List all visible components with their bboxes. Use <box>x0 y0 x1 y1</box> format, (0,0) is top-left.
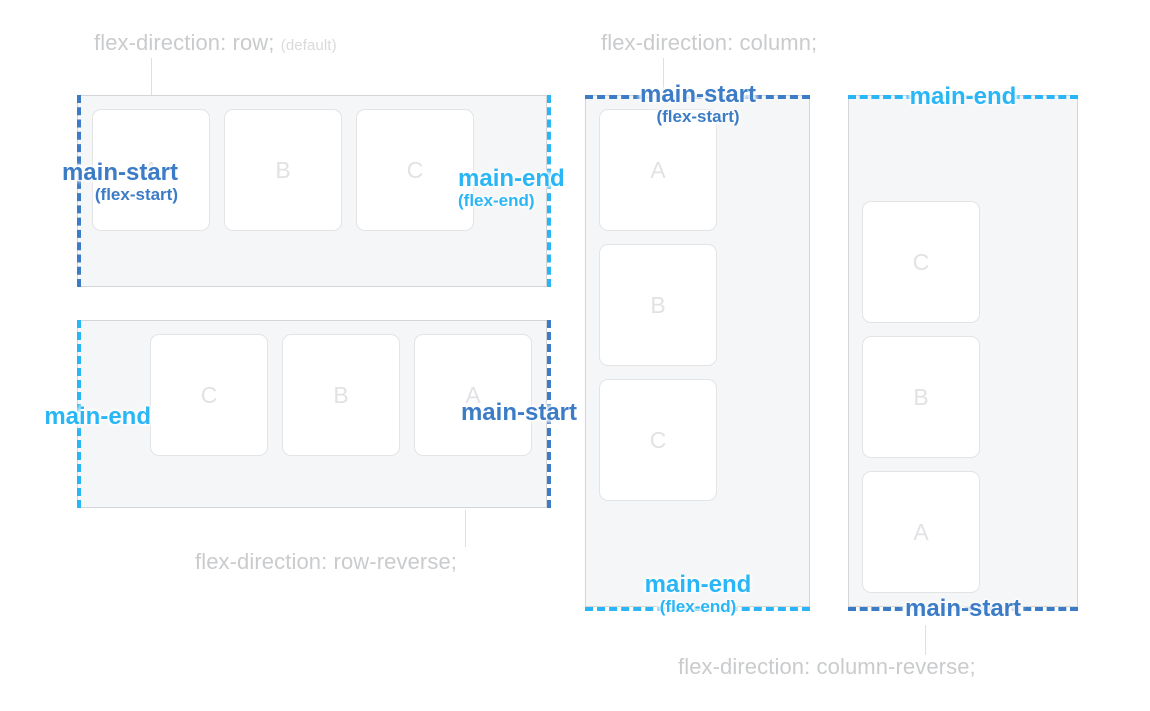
flex-container-column-reverse: A B C <box>848 95 1078 607</box>
main-start-label-row-reverse: main-start <box>360 400 577 426</box>
flex-item-label: B <box>333 381 349 408</box>
flex-item-label: C <box>406 156 424 183</box>
caption-row-text: flex-direction: row; <box>94 30 275 55</box>
main-start-edge-row-reverse <box>547 320 551 508</box>
flex-item-label: B <box>275 156 291 183</box>
flex-item-label: B <box>913 383 929 410</box>
flex-container-row-reverse: A B C <box>77 320 547 508</box>
main-end-sublabel-row-text: (flex-end) <box>458 190 535 210</box>
main-end-edge-row <box>547 95 551 287</box>
main-start-label-column-text: main-start <box>639 81 757 108</box>
main-end-label-row: main-end (flex-end) <box>458 166 638 210</box>
main-start-edge-column-reverse <box>848 607 1078 611</box>
main-end-edge-column <box>585 607 810 611</box>
caption-row-reverse: flex-direction: row-reverse; <box>195 549 457 575</box>
flex-item: C <box>862 201 980 323</box>
main-start-label-column: main-start (flex-start) <box>607 82 789 126</box>
flex-item-label: A <box>465 381 481 408</box>
flex-item: A <box>599 109 717 231</box>
flex-item: B <box>282 334 400 456</box>
flex-container-row: A B C <box>77 95 547 287</box>
leader-column-reverse <box>925 625 926 655</box>
flex-item: A <box>92 109 210 231</box>
leader-row-reverse <box>465 510 466 547</box>
caption-row-note: (default) <box>280 37 337 54</box>
caption-column-reverse: flex-direction: column-reverse; <box>678 654 976 680</box>
flex-item: C <box>599 379 717 501</box>
flex-item: A <box>414 334 532 456</box>
leader-column <box>663 58 664 95</box>
main-end-edge-column-reverse <box>848 95 1078 99</box>
caption-column-text: flex-direction: column; <box>601 30 818 55</box>
flex-item-label: A <box>650 156 666 183</box>
main-start-label-row-text: main-start <box>61 159 178 186</box>
flex-item-label: A <box>913 518 929 545</box>
main-start-sublabel-row-text: (flex-start) <box>94 184 178 204</box>
flex-item: A <box>862 471 980 593</box>
main-start-label-row: main-start (flex-start) <box>0 160 178 204</box>
flex-item-label: C <box>912 248 930 275</box>
flex-item: B <box>224 109 342 231</box>
flex-item-label: B <box>650 291 666 318</box>
leader-row <box>151 58 152 95</box>
main-end-edge-row-reverse <box>77 320 81 508</box>
main-end-label-row-text: main-end <box>458 165 565 192</box>
caption-row: flex-direction: row; (default) <box>94 30 337 56</box>
flex-item: C <box>356 109 474 231</box>
flex-item: B <box>862 336 980 458</box>
caption-column-reverse-text: flex-direction: column-reverse; <box>678 654 976 679</box>
main-start-edge-column <box>585 95 810 99</box>
main-start-label-row-reverse-text: main-start <box>460 399 577 426</box>
main-start-label-column-reverse-text: main-start <box>904 595 1022 622</box>
main-start-edge-row <box>77 95 81 287</box>
main-end-label-column-reverse: main-end <box>872 84 1054 110</box>
caption-column: flex-direction: column; <box>601 30 817 56</box>
main-end-label-column-text: main-end <box>644 571 752 598</box>
main-end-label-column-reverse-text: main-end <box>909 83 1017 110</box>
flex-item: C <box>150 334 268 456</box>
main-end-label-column: main-end (flex-end) <box>607 572 789 616</box>
flex-container-column: A B C <box>585 95 810 607</box>
main-start-label-column-reverse: main-start <box>872 596 1054 622</box>
flex-item-label: C <box>649 426 667 453</box>
main-end-sublabel-column-text: (flex-end) <box>659 596 737 616</box>
caption-row-reverse-text: flex-direction: row-reverse; <box>195 549 457 574</box>
main-end-label-row-reverse-text: main-end <box>44 403 151 430</box>
main-start-sublabel-column-text: (flex-start) <box>656 106 740 126</box>
main-end-label-row-reverse: main-end <box>0 404 151 430</box>
flex-item-label: A <box>143 156 159 183</box>
flex-item-label: C <box>200 381 218 408</box>
flex-item: B <box>599 244 717 366</box>
